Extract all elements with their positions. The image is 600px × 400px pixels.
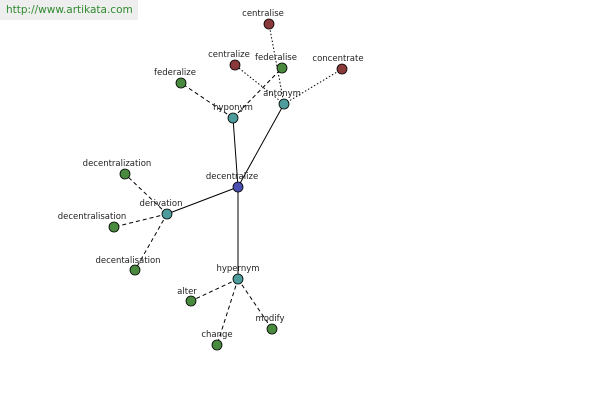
node-label-alter: alter xyxy=(177,287,197,297)
node-circle-centralise[interactable] xyxy=(263,18,275,30)
edge-derivation-decentralisation xyxy=(113,213,168,228)
node-change[interactable]: change xyxy=(201,330,233,351)
node-label-modify: modify xyxy=(255,314,284,324)
edge-decentralize-antonym xyxy=(237,103,285,188)
node-label-decentralization: decentralization xyxy=(83,159,152,169)
edge-hyponym-federalise xyxy=(232,67,283,119)
node-alter[interactable]: alter xyxy=(177,287,197,307)
node-circle-hyponym[interactable] xyxy=(227,112,239,124)
node-circle-federalise[interactable] xyxy=(276,62,288,74)
node-circle-decentralisation[interactable] xyxy=(108,221,120,233)
node-label-decentralize: decentralize xyxy=(206,172,258,182)
node-circle-federalize[interactable] xyxy=(175,77,187,89)
edge-antonym-centralise xyxy=(268,23,285,105)
node-decentalisation[interactable]: decentalisation xyxy=(95,256,161,276)
node-decentralisation[interactable]: decentralisation xyxy=(58,212,127,233)
node-circle-hypernym[interactable] xyxy=(232,273,244,285)
node-decentralize[interactable]: decentralize xyxy=(206,172,258,193)
node-label-federalise: federalise xyxy=(255,53,297,63)
node-circle-alter[interactable] xyxy=(185,295,197,307)
edge-antonym-concentrate xyxy=(283,68,343,105)
edge-hypernym-modify xyxy=(237,278,273,330)
node-label-hyponym: hyponym xyxy=(213,103,253,113)
node-modify[interactable]: modify xyxy=(255,314,285,335)
watermark-url: http://www.artikata.com xyxy=(6,4,133,16)
node-circle-derivation[interactable] xyxy=(161,208,173,220)
edge-derivation-decentralization xyxy=(124,173,168,215)
watermark-banner: http://www.artikata.com xyxy=(0,0,138,20)
graph-edges xyxy=(113,23,343,346)
node-hyponym[interactable]: hyponym xyxy=(213,103,253,124)
edge-decentralize-derivation xyxy=(166,186,239,215)
edge-hypernym-alter xyxy=(190,278,239,302)
node-derivation[interactable]: derivation xyxy=(139,199,183,220)
node-concentrate[interactable]: concentrate xyxy=(312,54,364,75)
node-circle-antonym[interactable] xyxy=(278,98,290,110)
node-antonym[interactable]: antonym xyxy=(263,89,301,110)
edge-derivation-decentalisation xyxy=(134,213,168,271)
node-decentralization[interactable]: decentralization xyxy=(83,159,152,180)
node-circle-centralize[interactable] xyxy=(229,59,241,71)
node-circle-decentalisation[interactable] xyxy=(129,264,141,276)
node-centralize[interactable]: centralize xyxy=(208,50,250,71)
node-federalise[interactable]: federalise xyxy=(255,53,297,74)
node-label-hypernym: hypernym xyxy=(216,264,259,274)
node-label-decentalisation: decentalisation xyxy=(95,256,160,266)
node-label-concentrate: concentrate xyxy=(312,54,363,64)
edge-hypernym-change xyxy=(216,278,239,346)
node-circle-decentralization[interactable] xyxy=(119,168,131,180)
graph-nodes: decentralize hyponym antonym derivation hype… xyxy=(58,9,364,351)
edge-hyponym-federalize xyxy=(180,82,234,119)
node-label-change: change xyxy=(201,330,232,340)
node-circle-change[interactable] xyxy=(211,339,223,351)
node-hypernym[interactable]: hypernym xyxy=(216,264,260,285)
node-label-antonym: antonym xyxy=(263,89,301,99)
node-circle-modify[interactable] xyxy=(266,323,278,335)
node-federalize[interactable]: federalize xyxy=(154,68,196,89)
node-label-federalize: federalize xyxy=(154,68,196,78)
node-label-derivation: derivation xyxy=(139,199,182,209)
node-centralise[interactable]: centralise xyxy=(242,9,284,30)
node-label-centralise: centralise xyxy=(242,9,284,19)
node-label-centralize: centralize xyxy=(208,50,250,60)
edge-decentralize-hyponym xyxy=(232,117,239,188)
node-circle-decentralize[interactable] xyxy=(232,181,244,193)
node-label-decentralisation: decentralisation xyxy=(58,212,127,222)
node-circle-concentrate[interactable] xyxy=(336,63,348,75)
